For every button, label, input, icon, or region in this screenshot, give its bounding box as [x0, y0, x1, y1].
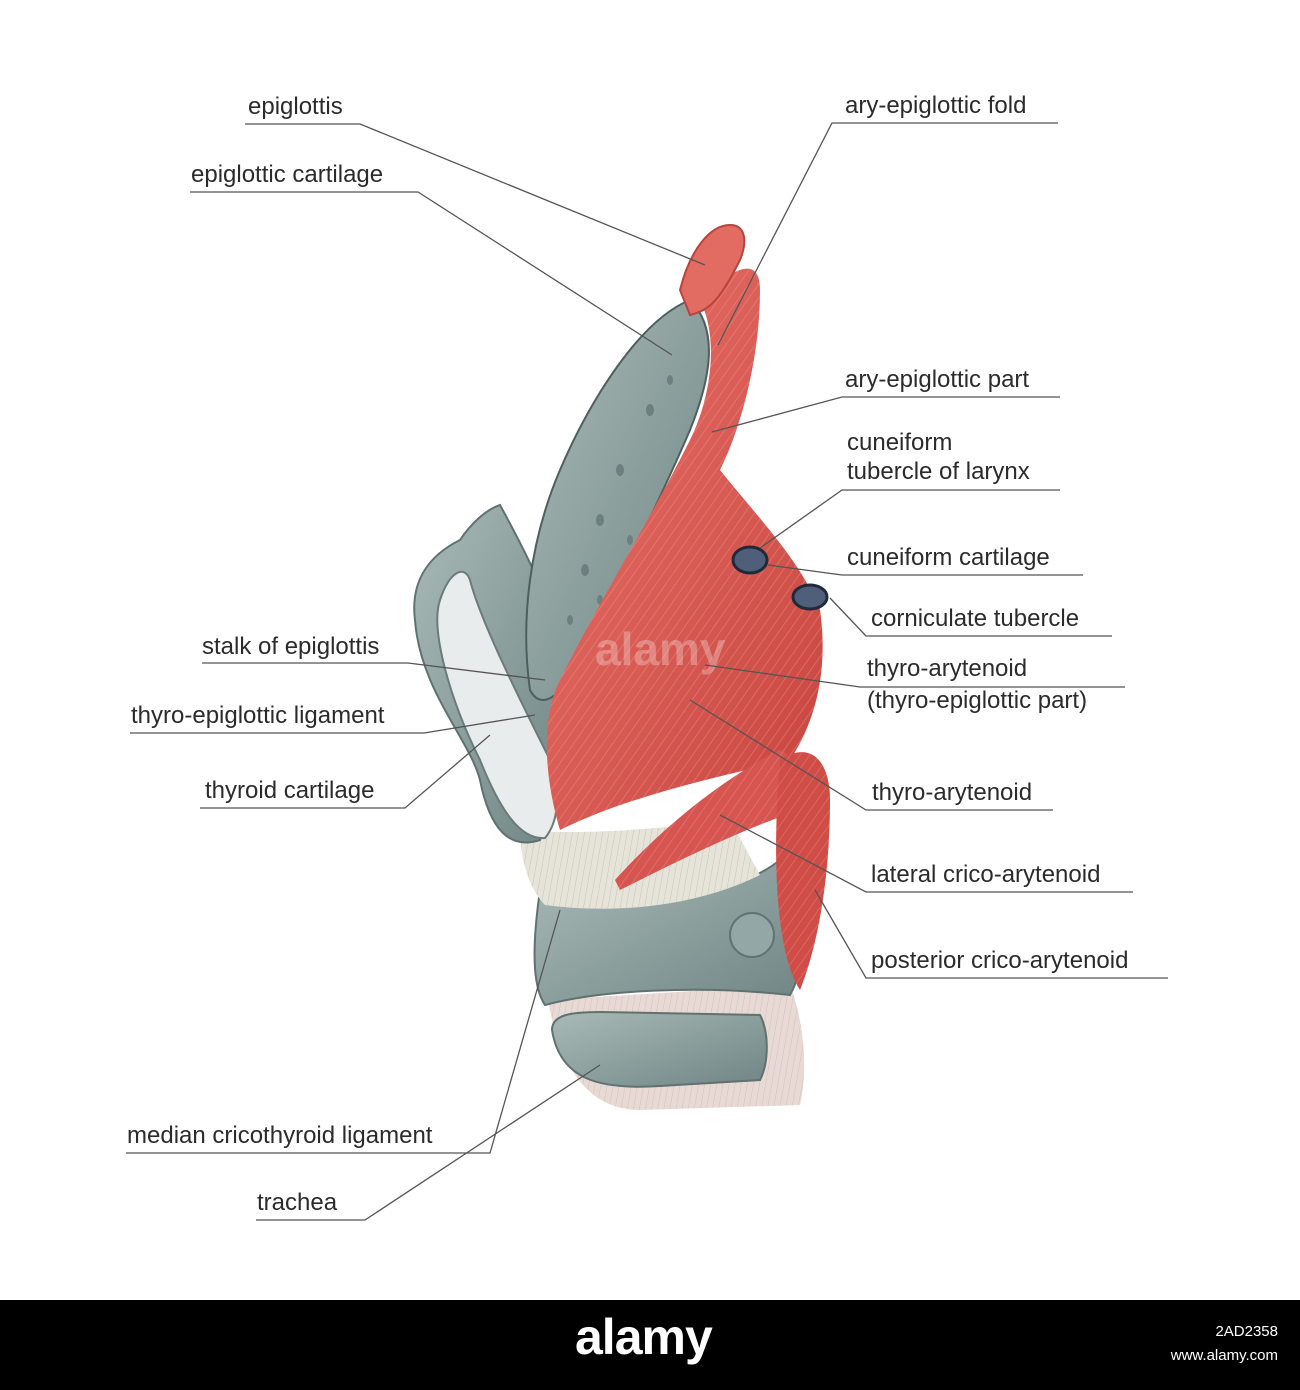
label-stalk-of-epiglottis: stalk of epiglottis	[202, 633, 380, 660]
label-cuneiform-tubercle-line1: cuneiform	[847, 429, 953, 456]
footer-logo: alamy	[575, 1309, 713, 1365]
label-ary-epiglottic-part: ary-epiglottic part	[845, 366, 1030, 393]
footer-image-id: 2AD2358	[1215, 1323, 1278, 1340]
label-thyro-arytenoid-epi-line2: (thyro-epiglottic part)	[867, 687, 1088, 714]
label-thyro-arytenoid-epi-line1: thyro-arytenoid	[867, 655, 1028, 682]
label-lateral-crico-arytenoid: lateral crico-arytenoid	[871, 861, 1101, 888]
label-median-cricothyroid-ligament: median cricothyroid ligament	[127, 1122, 433, 1149]
label-epiglottis: epiglottis	[248, 93, 343, 120]
label-cuneiform-tubercle: cuneiform tubercle of larynx	[847, 428, 1030, 486]
label-thyroid-cartilage: thyroid cartilage	[205, 777, 375, 804]
footer-site: www.alamy.com	[1170, 1347, 1278, 1364]
label-corniculate-tubercle: corniculate tubercle	[871, 605, 1080, 632]
cuneiform-cartilage-nodule	[731, 545, 769, 575]
leader-lines	[126, 122, 1168, 1221]
footer-info: 2AD2358 www.alamy.com	[1171, 1320, 1278, 1368]
epiglottic-pits	[567, 375, 673, 625]
label-cuneiform-tubercle-line2: tubercle of larynx	[847, 458, 1030, 485]
larynx-diagram: alamy	[126, 122, 1168, 1221]
epiglottic-cartilage-shape	[525, 298, 710, 701]
watermark: alamy	[595, 623, 726, 675]
label-epiglottic-cartilage: epiglottic cartilage	[191, 161, 384, 188]
label-thyro-arytenoid: thyro-arytenoid	[872, 779, 1033, 806]
footer-bar: alamy 2AD2358 www.alamy.com	[0, 1300, 1300, 1390]
corniculate-tubercle-nodule	[791, 583, 829, 611]
label-cuneiform-cartilage: cuneiform cartilage	[847, 544, 1050, 571]
label-trachea: trachea	[257, 1189, 338, 1216]
epiglottis-tip	[678, 223, 746, 317]
label-thyro-arytenoid-epiglottic-part: thyro-arytenoid (thyro-epiglottic part)	[867, 654, 1087, 715]
label-thyro-epiglottic-ligament: thyro-epiglottic ligament	[131, 702, 385, 729]
label-ary-epiglottic-fold: ary-epiglottic fold	[845, 92, 1027, 119]
label-posterior-crico-arytenoid: posterior crico-arytenoid	[871, 947, 1129, 974]
trachea-ring	[550, 1010, 768, 1088]
